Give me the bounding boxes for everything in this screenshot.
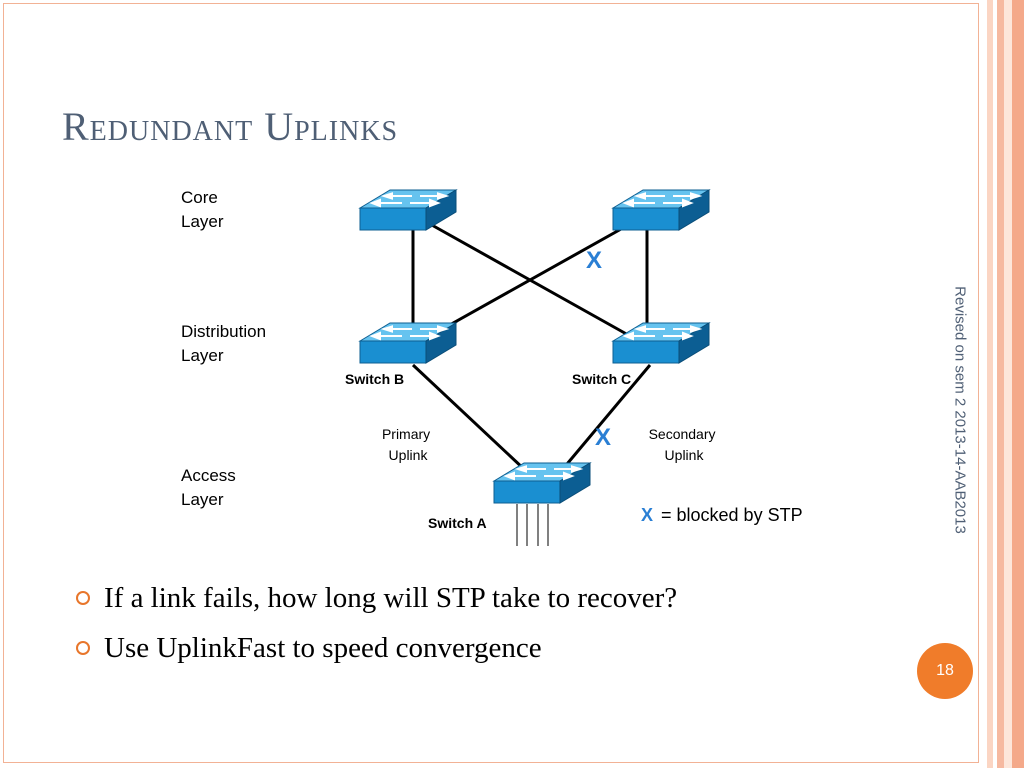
switch-icon (493, 462, 591, 504)
switch-icon (359, 189, 457, 231)
slide-frame (3, 3, 979, 763)
bullet-list: If a link fails, how long will STP take … (74, 573, 934, 673)
bullet-text: If a link fails, how long will STP take … (104, 581, 678, 614)
page-number-badge: 18 (917, 643, 973, 699)
switch-icon (612, 322, 710, 364)
switch-c-label: Switch C (572, 371, 631, 387)
decorative-stripes (979, 0, 1024, 768)
revision-note: Revised on sem 2 2013-14-AAB2013 (951, 286, 969, 534)
bullet-circle-icon (76, 591, 90, 605)
primary-uplink-line (411, 363, 527, 472)
layer-label-distribution: Distribution Layer (181, 322, 271, 365)
page-number: 18 (936, 662, 954, 679)
access-ports (516, 504, 549, 546)
bullet-item: Use UplinkFast to speed convergence (74, 623, 934, 673)
blocked-marker-core: X (586, 247, 602, 274)
primary-uplink-label: Primary Uplink (382, 426, 434, 463)
switch-b-label: Switch B (345, 371, 404, 387)
switch-icon (359, 322, 457, 364)
bullet-text: Use UplinkFast to speed convergence (104, 631, 542, 664)
switch-a-label: Switch A (428, 515, 487, 531)
layer-label-core: Core Layer (181, 188, 224, 231)
blocked-marker-secondary: X (595, 424, 611, 451)
legend-text: = blocked by STP (661, 505, 803, 525)
layer-label-access: Access Layer (181, 466, 241, 509)
slide-title: Redundant Uplinks (62, 104, 399, 149)
bullet-circle-icon (76, 641, 90, 655)
secondary-uplink-label: Secondary Uplink (649, 426, 720, 463)
switch-icon (612, 189, 710, 231)
legend-x: X (641, 505, 653, 525)
bullet-item: If a link fails, how long will STP take … (74, 573, 934, 623)
secondary-uplink-line (560, 364, 652, 471)
link-core-right-to-switch-b (429, 222, 631, 338)
